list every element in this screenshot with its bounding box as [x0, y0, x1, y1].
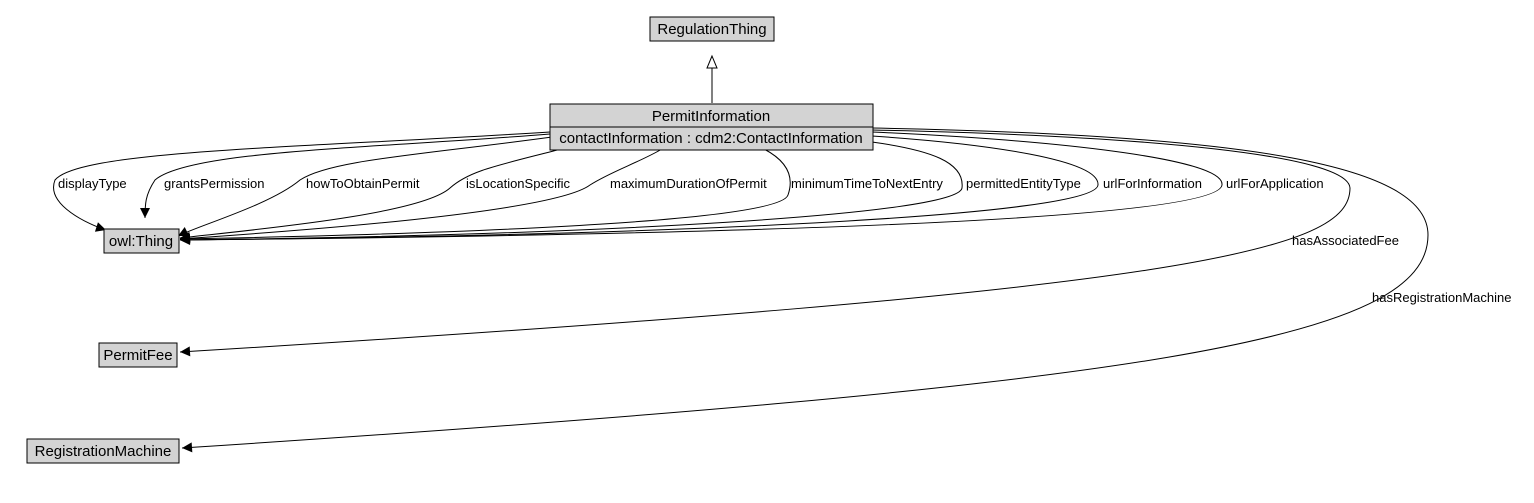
label-has-registration-machine: hasRegistrationMachine [1372, 290, 1511, 305]
edge-url-for-application [179, 131, 1223, 245]
label-url-for-information: urlForInformation [1103, 176, 1202, 191]
node-owl-thing[interactable]: owl:Thing [103, 228, 180, 254]
node-permit-information-attribute: contactInformation : cdm2:ContactInforma… [559, 130, 862, 147]
edge-grants-permission [140, 133, 551, 219]
node-registration-machine[interactable]: RegistrationMachine [26, 438, 180, 464]
edge-labels: displayType grantsPermission howToObtain… [58, 176, 1511, 305]
node-regulation-thing[interactable]: RegulationThing [649, 16, 775, 42]
inheritance-arrowhead [706, 54, 718, 69]
node-permit-fee[interactable]: PermitFee [98, 342, 178, 368]
edge-has-associated-fee [179, 129, 1351, 357]
edge-has-registration-machine [181, 127, 1429, 453]
label-minimum-time-to-next-entry: minimumTimeToNextEntry [791, 176, 943, 191]
edge-is-location-specific [179, 147, 566, 242]
label-grants-permission: grantsPermission [164, 176, 264, 191]
edges [53, 54, 1429, 453]
label-has-associated-fee: hasAssociatedFee [1292, 233, 1399, 248]
edge-minimum-time-to-next-entry [179, 148, 791, 244]
label-permitted-entity-type: permittedEntityType [966, 176, 1081, 191]
label-is-location-specific: isLocationSpecific [466, 176, 571, 191]
label-display-type: displayType [58, 176, 127, 191]
edge-display-type [53, 131, 551, 232]
edge-how-to-obtain-permit [177, 136, 553, 237]
label-maximum-duration-of-permit: maximumDurationOfPermit [610, 176, 767, 191]
node-permit-fee-label: PermitFee [103, 347, 172, 364]
node-registration-machine-label: RegistrationMachine [35, 443, 172, 460]
edge-url-for-information [179, 135, 1099, 245]
node-permit-information[interactable]: PermitInformation contactInformation : c… [549, 103, 874, 151]
node-regulation-thing-label: RegulationThing [657, 21, 766, 38]
node-owl-thing-label: owl:Thing [109, 233, 173, 250]
edge-maximum-duration-of-permit [179, 148, 663, 244]
edge-permitted-entity-type [179, 141, 963, 245]
label-how-to-obtain-permit: howToObtainPermit [306, 176, 420, 191]
node-permit-information-title: PermitInformation [652, 108, 770, 125]
label-url-for-application: urlForApplication [1226, 176, 1324, 191]
